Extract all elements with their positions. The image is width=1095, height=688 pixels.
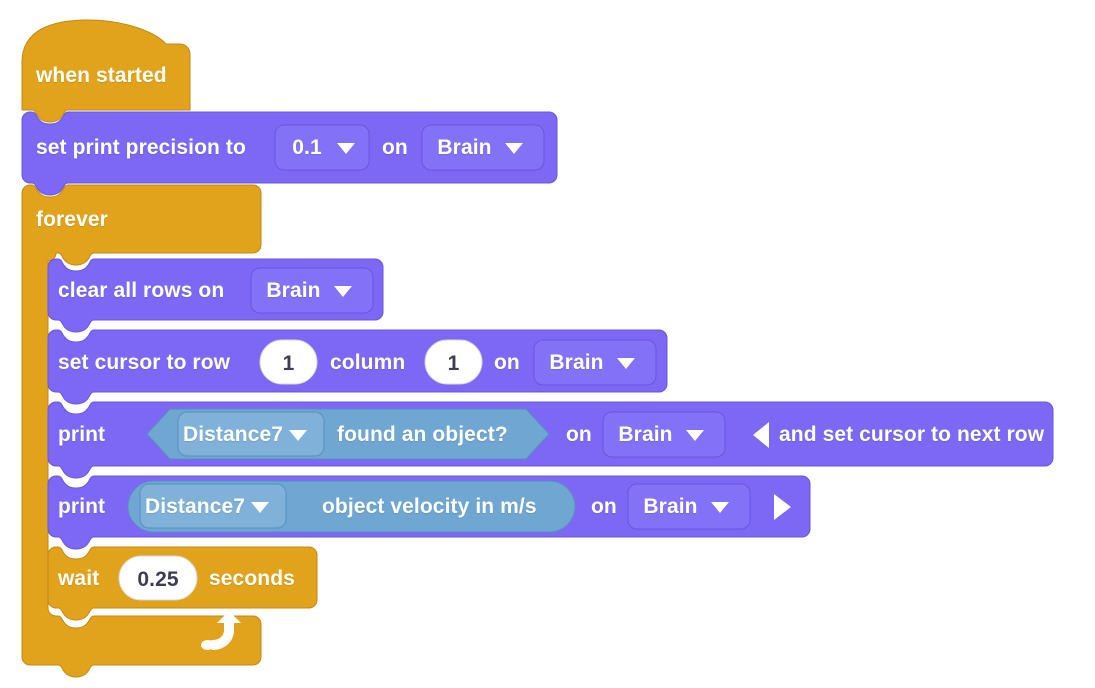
device-dropdown-precision[interactable] xyxy=(421,124,545,171)
sensor-dropdown-found[interactable] xyxy=(177,411,325,457)
when-started-label: when started xyxy=(36,64,167,87)
seconds-label: seconds xyxy=(209,567,295,590)
forever-label: forever xyxy=(36,208,108,231)
column-word: column xyxy=(330,351,406,374)
print-label-after-1: and set cursor to next row xyxy=(779,423,1045,446)
block-forever[interactable] xyxy=(21,184,262,678)
device-dropdown-clear[interactable] xyxy=(250,267,374,314)
device-value-cursor[interactable]: Brain xyxy=(549,351,604,374)
clear-all-rows-label: clear all rows on xyxy=(58,279,225,302)
on-word-print2: on xyxy=(591,495,617,518)
block-print-object-velocity[interactable] xyxy=(47,475,811,550)
column-number-input[interactable] xyxy=(424,339,483,385)
block-clear-all-rows[interactable] xyxy=(47,258,384,333)
triangle-right-icon[interactable] xyxy=(774,494,791,520)
print-label-2: print xyxy=(58,495,106,518)
set-cursor-label: set cursor to row xyxy=(58,351,231,374)
property-label-found: found an object? xyxy=(337,423,508,446)
device-value-clear[interactable]: Brain xyxy=(266,279,321,302)
chevron-down-icon[interactable] xyxy=(686,430,704,441)
row-number-input[interactable] xyxy=(259,339,318,385)
triangle-left-icon[interactable] xyxy=(753,422,769,448)
device-value-precision[interactable]: Brain xyxy=(437,136,492,159)
block-set-print-precision[interactable] xyxy=(21,111,558,196)
chevron-down-icon[interactable] xyxy=(251,502,269,513)
when-started-body[interactable] xyxy=(21,19,191,123)
chevron-down-icon[interactable] xyxy=(334,286,352,297)
set-print-precision-label: set print precision to xyxy=(36,136,246,159)
chevron-down-icon[interactable] xyxy=(711,502,729,513)
chevron-down-icon[interactable] xyxy=(337,143,355,154)
sensor-value-velocity[interactable]: Distance7 xyxy=(144,495,246,518)
property-label-velocity: object velocity in m/s xyxy=(322,495,537,518)
chevron-down-icon[interactable] xyxy=(617,358,635,369)
row-value[interactable]: 1 xyxy=(282,352,295,375)
forever-body[interactable] xyxy=(21,184,262,678)
wait-value[interactable]: 0.25 xyxy=(137,568,179,591)
device-dropdown-print1[interactable] xyxy=(602,411,726,458)
block-when-started[interactable] xyxy=(21,19,191,123)
block-print-found-object[interactable] xyxy=(47,401,1054,479)
print-label-1: print xyxy=(58,423,106,446)
device-dropdown-print2[interactable] xyxy=(627,483,751,530)
chevron-down-icon[interactable] xyxy=(505,143,523,154)
wait-label: wait xyxy=(58,567,100,590)
precision-value[interactable]: 0.1 xyxy=(292,136,322,159)
on-word-print1: on xyxy=(566,423,592,446)
block-wait-seconds[interactable] xyxy=(47,546,318,621)
on-word-precision: on xyxy=(382,136,408,159)
wait-seconds-input[interactable] xyxy=(118,555,198,601)
sensor-value-found[interactable]: Distance7 xyxy=(182,423,284,446)
set-cursor-body[interactable] xyxy=(47,329,668,405)
device-value-print2[interactable]: Brain xyxy=(643,495,698,518)
block-set-cursor[interactable] xyxy=(47,329,668,405)
loop-arrow-icon xyxy=(201,611,241,650)
on-word-cursor: on xyxy=(494,351,520,374)
device-value-print1[interactable]: Brain xyxy=(618,423,673,446)
precision-dropdown[interactable] xyxy=(274,124,370,171)
device-dropdown-cursor[interactable] xyxy=(533,339,657,386)
chevron-down-icon[interactable] xyxy=(289,430,307,441)
sensor-dropdown-velocity[interactable] xyxy=(139,483,287,529)
column-value[interactable]: 1 xyxy=(447,352,460,375)
